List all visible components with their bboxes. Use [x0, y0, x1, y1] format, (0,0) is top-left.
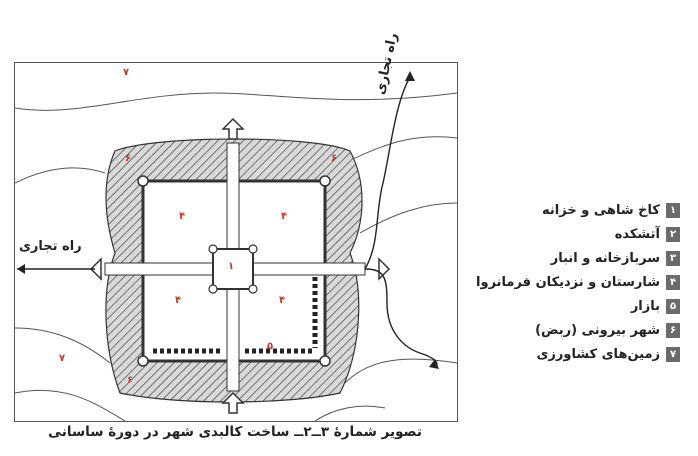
tower	[137, 355, 149, 367]
trade-road-label-left: راه تجاری	[19, 239, 82, 254]
legend-label: شهر بیرونی (ربض)	[535, 322, 660, 338]
legend-number: ٢	[666, 226, 680, 242]
tower	[319, 355, 331, 367]
contour-line	[314, 405, 386, 421]
legend-number: ٣	[666, 250, 680, 266]
contour-line	[15, 389, 126, 421]
city-plan-diagram: راه تجاری راه تجاری ٧ ٧ ۶ ۶ ۴ ۴ ۴ ۴ ١ ۵ …	[14, 32, 458, 422]
zone-label-4-b: ۴	[281, 211, 288, 222]
contour-line	[15, 327, 111, 364]
zone-label-5: ۵	[267, 341, 274, 352]
trade-road-right	[364, 76, 438, 369]
legend-item: ۵ بازار	[468, 294, 680, 318]
legend-label: سربازخانه و انبار	[550, 250, 660, 266]
contour-line	[344, 358, 457, 384]
tower	[248, 284, 258, 294]
tower	[208, 284, 218, 294]
legend-item: ۶ شهر بیرونی (ربض)	[468, 318, 680, 342]
legend-number: ۵	[666, 298, 680, 314]
zone-label-6: ۶	[125, 153, 132, 164]
legend-item: ۴ شارستان و نزدیکان فرمانروا	[468, 270, 680, 294]
arrow-icon	[405, 71, 415, 81]
gate-bottom	[221, 391, 245, 414]
gate-left	[89, 257, 102, 281]
legend-number: ٧	[666, 346, 680, 362]
legend-item: ١ کاخ شاهی و خزانه	[468, 198, 680, 222]
city-plan-drawing	[15, 71, 457, 421]
figure-caption: تصویر شمارۀ ٣ــ٢ــ ساخت کالبدی شهر در دو…	[48, 424, 422, 440]
legend-item: ٣ سربازخانه و انبار	[468, 246, 680, 270]
legend-label: آتشکده	[614, 226, 660, 242]
legend-item: ٢ آتشکده	[468, 222, 680, 246]
gate-right	[378, 257, 391, 281]
zone-label-1: ١	[228, 261, 235, 272]
legend-label: بازار	[630, 298, 660, 314]
tower	[208, 244, 218, 254]
legend: ١ کاخ شاهی و خزانه ٢ آتشکده ٣ سربازخانه …	[468, 198, 680, 366]
contour-line	[15, 167, 106, 184]
zone-label-6-right: ۶	[331, 153, 338, 164]
legend-number: ١	[666, 202, 680, 218]
legend-number: ۴	[666, 274, 680, 290]
tower	[137, 175, 149, 187]
legend-label: شارستان و نزدیکان فرمانروا	[476, 274, 660, 290]
legend-number: ۶	[666, 322, 680, 338]
arrow-icon	[17, 264, 25, 274]
tower	[248, 244, 258, 254]
legend-item: ٧ زمین‌های کشاورزی	[468, 342, 680, 366]
zone-label-6-bottom: ۶	[127, 375, 134, 386]
contour-line	[344, 136, 457, 164]
zone-label-4-c: ۴	[175, 295, 182, 306]
legend-label: زمین‌های کشاورزی	[536, 346, 660, 362]
zone-label-4-d: ۴	[279, 295, 286, 306]
zone-label-4-a: ۴	[179, 211, 186, 222]
central-palace	[212, 248, 254, 290]
contour-line	[15, 92, 457, 111]
gate-top	[221, 117, 245, 140]
zone-label-7-top: ٧	[123, 67, 130, 78]
contour-line	[359, 202, 457, 234]
legend-label: کاخ شاهی و خزانه	[542, 202, 660, 218]
zone-label-7-bottom: ٧	[59, 353, 66, 364]
tower	[319, 175, 331, 187]
arrow-icon	[429, 359, 439, 369]
